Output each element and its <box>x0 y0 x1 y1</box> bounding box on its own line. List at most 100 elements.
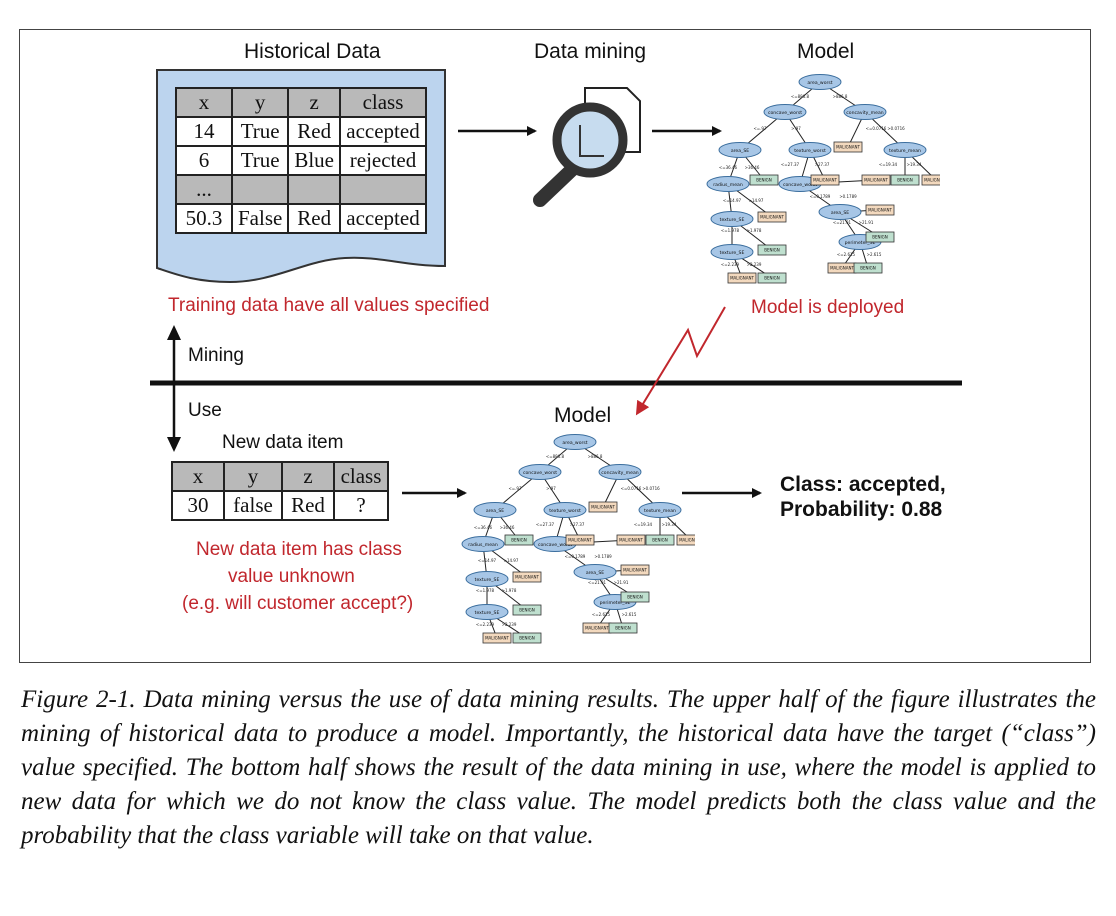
tree-node: area_SE <box>473 502 517 518</box>
tree-edge-label: >0.0716 <box>887 126 905 131</box>
cell <box>287 174 341 205</box>
cell: 14 <box>175 116 233 147</box>
tree-edge-label: >14.97 <box>504 558 519 563</box>
cell: Blue <box>287 145 341 176</box>
cell: 6 <box>175 145 233 176</box>
svg-text:MALIGNANT: MALIGNANT <box>515 575 539 580</box>
tree-edge-label: >886.8 <box>588 454 603 459</box>
cell: 50.3 <box>175 203 233 234</box>
tree-leaf: BENIGN <box>512 604 542 616</box>
tree-node: radius_mean <box>706 176 750 192</box>
table-row: 14 True Red accepted <box>175 116 427 147</box>
svg-text:area_SE: area_SE <box>586 570 604 576</box>
svg-text:texture_SE: texture_SE <box>720 217 745 223</box>
svg-text:radius_mean: radius_mean <box>468 542 498 548</box>
mining-label: Mining <box>188 345 244 366</box>
svg-text:radius_mean: radius_mean <box>713 182 743 188</box>
svg-text:BENIGN: BENIGN <box>615 626 631 631</box>
svg-text:perimeter_SE: perimeter_SE <box>845 240 876 246</box>
svg-text:concave_worst: concave_worst <box>768 110 802 116</box>
tree-node: area_SE <box>718 142 762 158</box>
tree-edge-label: <=2.615 <box>592 612 611 617</box>
tree-edge-label: <=.97 <box>753 126 767 131</box>
tree-leaf: BENIGN <box>757 272 787 284</box>
tree-edge-label: <=36.46 <box>474 525 493 530</box>
svg-text:texture_worst: texture_worst <box>549 508 581 514</box>
tree-leaf: MALIGNANT <box>827 262 857 274</box>
tree-edge-label: <=27.37 <box>536 522 555 527</box>
tree-edge-label: >2.239 <box>502 622 517 627</box>
svg-text:MALIGNANT: MALIGNANT <box>568 538 592 543</box>
svg-text:MALIGNANT: MALIGNANT <box>868 208 892 213</box>
tree-edge-label: <=2.615 <box>837 252 856 257</box>
table-row: ... <box>175 174 427 205</box>
cell <box>230 174 290 205</box>
svg-text:concave_worst: concave_worst <box>523 470 557 476</box>
tree-leaf: BENIGN <box>865 231 895 243</box>
tree-edge-label: <=19.34 <box>879 162 898 167</box>
header-class: class <box>339 87 427 118</box>
tree-leaf: BENIGN <box>504 534 534 546</box>
cell: Red <box>281 490 335 521</box>
tree-edge-label: <=14.97 <box>478 558 497 563</box>
tree-edge-label: <=21.91 <box>588 580 607 585</box>
svg-text:BENIGN: BENIGN <box>519 636 535 641</box>
svg-text:BENIGN: BENIGN <box>872 235 888 240</box>
tree-leaf: BENIGN <box>645 534 675 546</box>
model-title-top: Model <box>797 40 855 63</box>
cell: accepted <box>339 116 427 147</box>
svg-text:MALIGNANT: MALIGNANT <box>836 145 860 150</box>
tree-leaf: MALIGNANT <box>921 174 940 186</box>
tree-edge-label: >19.34 <box>662 522 677 527</box>
magnifier-icon <box>533 87 641 207</box>
tree-edge-label: <=2.239 <box>721 262 740 267</box>
prediction-result: Class: accepted, Probability: 0.88 <box>780 472 946 522</box>
svg-text:texture_SE: texture_SE <box>475 610 500 616</box>
tree-edge-label: <=0.1789 <box>565 554 586 559</box>
result-probability: Probability: 0.88 <box>780 498 943 521</box>
svg-text:concave_worst: concave_worst <box>538 542 572 548</box>
svg-text:BENIGN: BENIGN <box>652 538 668 543</box>
svg-text:BENIGN: BENIGN <box>897 178 913 183</box>
cell: False <box>230 203 290 234</box>
tree-node: texture_mean <box>883 142 927 158</box>
new-data-item-title: New data item <box>222 432 344 453</box>
tree-edge-label: >0.0716 <box>642 486 660 491</box>
tree-edge-label: <=21.91 <box>833 220 852 225</box>
svg-text:texture_SE: texture_SE <box>720 250 745 256</box>
header-x: x <box>171 461 225 492</box>
header-z: z <box>281 461 335 492</box>
tree-edge-label: >2.239 <box>747 262 762 267</box>
table-row: 30 false Red ? <box>171 490 389 521</box>
svg-text:MALIGNANT: MALIGNANT <box>485 636 509 641</box>
tree-edge-label: >21.91 <box>859 220 874 225</box>
tree-leaf: BENIGN <box>757 244 787 256</box>
tree-node: concave_worst <box>763 104 807 120</box>
tree-edge-label: >21.91 <box>614 580 629 585</box>
svg-text:BENIGN: BENIGN <box>764 276 780 281</box>
cell: accepted <box>339 203 427 234</box>
svg-text:area_worst: area_worst <box>807 80 832 86</box>
tree-edge-label: >27.37 <box>815 162 830 167</box>
svg-text:MALIGNANT: MALIGNANT <box>924 178 940 183</box>
header-y: y <box>230 87 290 118</box>
tree-leaf: MALIGNANT <box>861 174 891 186</box>
tree-leaf: MALIGNANT <box>757 211 787 223</box>
cell: 30 <box>171 490 225 521</box>
deployed-note: Model is deployed <box>751 297 905 318</box>
tree-edge-label: >.97 <box>791 126 801 131</box>
svg-text:texture_mean: texture_mean <box>644 508 676 514</box>
diagram-connectors <box>150 87 962 498</box>
tree-edge-label: >1.978 <box>502 588 517 593</box>
new-data-table: x y z class 30 false Red ? <box>171 461 389 521</box>
tree-leaf: MALIGNANT <box>810 174 840 186</box>
cell: True <box>230 145 290 176</box>
svg-text:MALIGNANT: MALIGNANT <box>830 266 854 271</box>
svg-text:BENIGN: BENIGN <box>756 178 772 183</box>
training-note: Training data have all values specified <box>168 295 490 316</box>
svg-text:MALIGNANT: MALIGNANT <box>585 626 609 631</box>
tree-edge-label: >36.46 <box>745 165 760 170</box>
new-item-note-line2: value unknown <box>228 566 355 587</box>
svg-text:BENIGN: BENIGN <box>764 248 780 253</box>
svg-text:texture_SE: texture_SE <box>475 577 500 583</box>
